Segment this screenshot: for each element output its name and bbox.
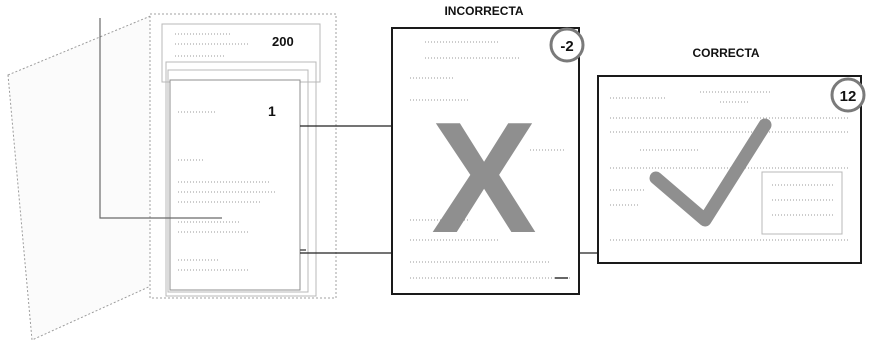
incorrect-page-number: -2 bbox=[560, 38, 573, 55]
binder-front-sheet bbox=[170, 80, 300, 290]
binder-cover bbox=[8, 15, 153, 340]
binder-top-number: 200 bbox=[272, 34, 294, 49]
correct-page: 12 bbox=[598, 76, 864, 263]
binder-sheet-number: 1 bbox=[268, 103, 276, 119]
correct-page-number: 12 bbox=[840, 88, 857, 105]
incorrect-label: INCORRECTA bbox=[444, 4, 523, 18]
correct-label: CORRECTA bbox=[692, 46, 759, 60]
open-binder: 200 1 bbox=[8, 14, 336, 340]
incorrect-x-mark: X bbox=[431, 90, 536, 266]
incorrect-page: X -2 bbox=[392, 28, 583, 294]
